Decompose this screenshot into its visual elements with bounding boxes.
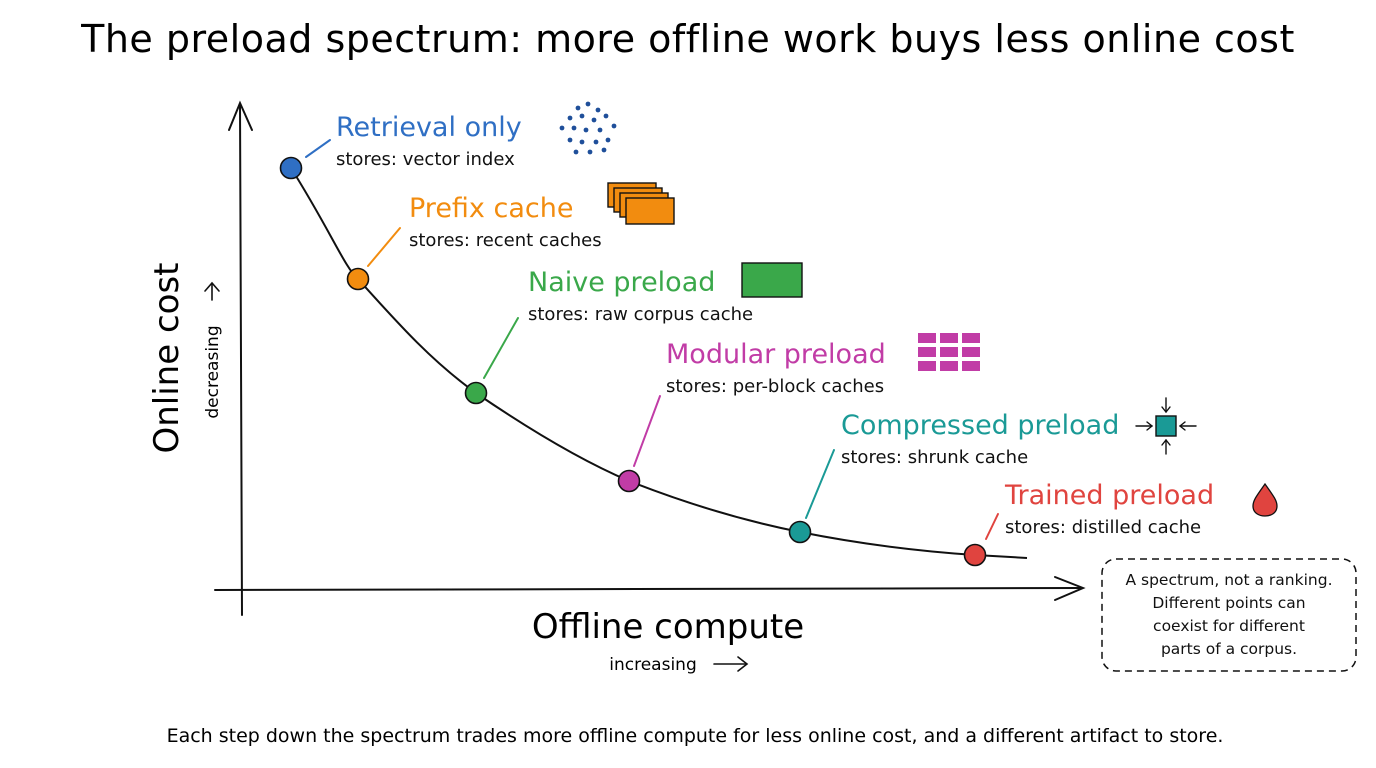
- stage-store: stores: raw corpus cache: [528, 304, 753, 325]
- cost-curve: [290, 167, 1028, 559]
- stage-marker: [279, 156, 303, 180]
- note-line: A spectrum, not a ranking.: [1125, 571, 1332, 589]
- y-axis: [228, 100, 253, 616]
- footer-caption: Each step down the spectrum trades more …: [167, 725, 1224, 747]
- x-axis-hint: increasing: [609, 655, 696, 675]
- y-hint-arrow-icon: [204, 281, 220, 301]
- page-title: The preload spectrum: more offline work …: [80, 17, 1295, 61]
- stage-name: Prefix cache: [409, 193, 573, 224]
- y-axis-title: Online cost: [147, 262, 187, 453]
- compressed-square-icon: [1135, 397, 1197, 455]
- droplet-icon: [1252, 482, 1278, 517]
- x-hint-arrow-icon: [713, 656, 749, 672]
- solid-block-icon: [741, 262, 803, 298]
- stage-compressed-preload: Compressed preload stores: shrunk cache: [788, 397, 1197, 544]
- stage-marker: [464, 381, 488, 405]
- stacked-cards-icon: [607, 182, 675, 225]
- stage-name: Modular preload: [666, 339, 886, 370]
- stage-naive-preload: Naive preload stores: raw corpus cache: [464, 262, 803, 405]
- stage-name: Retrieval only: [336, 112, 522, 143]
- x-axis: [214, 576, 1086, 601]
- note-line: Different points can: [1152, 594, 1305, 612]
- y-axis-hint: decreasing: [203, 325, 223, 418]
- stage-store: stores: vector index: [336, 149, 515, 170]
- stage-marker: [788, 520, 812, 544]
- note-line: parts of a corpus.: [1161, 640, 1297, 658]
- block-grid-icon: [918, 333, 980, 371]
- dot-cloud-icon: [559, 101, 617, 155]
- side-note: A spectrum, not a ranking. Different poi…: [1101, 558, 1357, 672]
- stage-name: Trained preload: [1004, 480, 1214, 511]
- stage-marker: [346, 267, 370, 291]
- stage-store: stores: per-block caches: [666, 376, 884, 397]
- stage-prefix-cache: Prefix cache stores: recent caches: [346, 182, 675, 291]
- note-line: coexist for different: [1153, 617, 1305, 635]
- stage-modular-preload: Modular preload stores: per-block caches: [617, 333, 980, 493]
- stage-store: stores: distilled cache: [1005, 517, 1201, 538]
- stage-retrieval-only: Retrieval only stores: vector index: [279, 101, 617, 180]
- x-axis-title: Offline compute: [532, 607, 804, 647]
- stage-marker: [617, 469, 641, 493]
- stage-trained-preload: Trained preload stores: distilled cache: [963, 480, 1278, 567]
- stage-name: Naive preload: [528, 267, 715, 298]
- stage-store: stores: shrunk cache: [841, 447, 1028, 468]
- stage-marker: [963, 543, 987, 567]
- stage-store: stores: recent caches: [409, 230, 602, 251]
- stage-name: Compressed preload: [841, 410, 1119, 441]
